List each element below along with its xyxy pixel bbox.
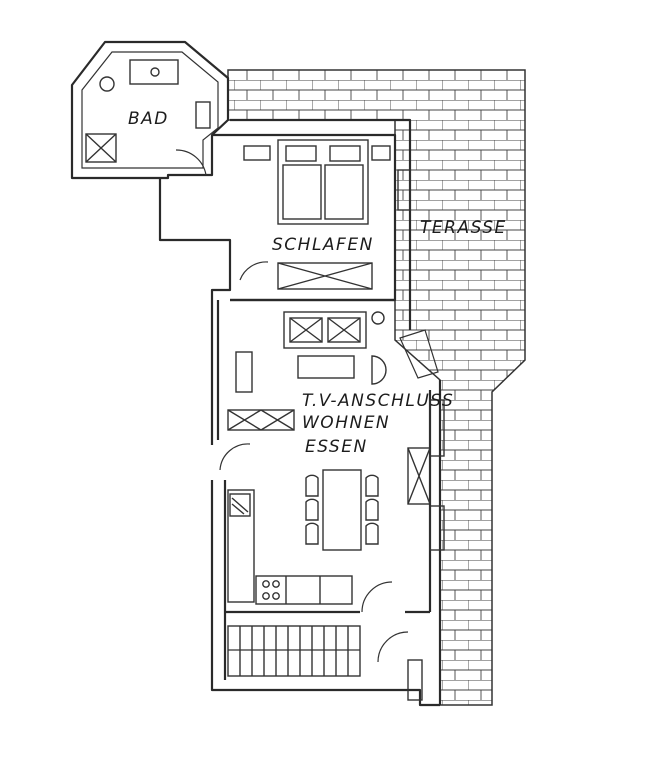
label-tv-anschluss: T.V-ANSCHLUSS bbox=[302, 391, 454, 411]
toilet bbox=[99, 76, 115, 92]
staircase bbox=[227, 581, 393, 677]
terrace-door bbox=[399, 329, 439, 379]
dining-table bbox=[322, 469, 362, 551]
kitchen bbox=[227, 489, 353, 605]
stove bbox=[262, 580, 270, 588]
bathroom bbox=[70, 40, 230, 180]
bathroom-sink bbox=[195, 101, 211, 129]
tv-sideboard bbox=[227, 409, 295, 431]
label-essen: ESSEN bbox=[305, 437, 368, 457]
nightstand-left bbox=[243, 145, 271, 161]
sofa bbox=[283, 311, 367, 349]
label-wohnen: WOHNEN bbox=[302, 413, 390, 433]
label-bad: BAD bbox=[128, 109, 169, 129]
kitchen-counter-bottom bbox=[255, 575, 353, 605]
living-room bbox=[219, 311, 445, 551]
terrace-area bbox=[227, 69, 526, 706]
balcony-door bbox=[407, 447, 431, 505]
bathtub bbox=[129, 59, 179, 85]
coffee-table bbox=[297, 355, 355, 379]
label-schlafen: SCHLAFEN bbox=[272, 235, 374, 255]
lamp bbox=[371, 311, 385, 325]
shower-tray bbox=[85, 133, 117, 163]
double-bed bbox=[277, 139, 369, 225]
bedroom bbox=[239, 139, 411, 290]
dining-area bbox=[305, 469, 379, 551]
kitchen-counter-left bbox=[227, 489, 255, 603]
nightstand-right bbox=[371, 145, 391, 161]
wardrobe bbox=[277, 262, 373, 290]
bedroom-window bbox=[397, 169, 411, 211]
side-cabinet bbox=[235, 351, 253, 393]
label-terasse: TERASSE bbox=[420, 218, 507, 238]
living-window bbox=[429, 399, 445, 457]
armchair bbox=[371, 355, 387, 385]
